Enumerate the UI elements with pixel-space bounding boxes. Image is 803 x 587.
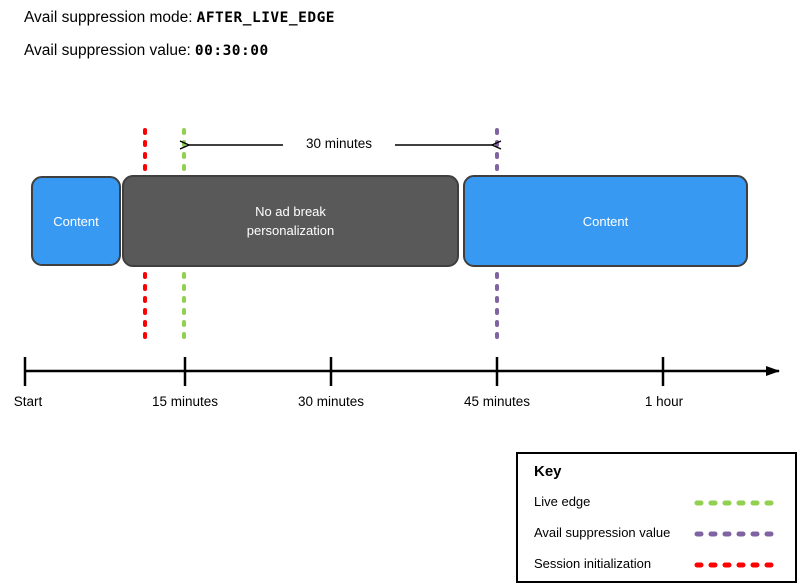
axis-label-15min: 15 minutes — [151, 394, 219, 409]
key-item-session-initialization-label: Session initialization — [534, 556, 652, 571]
axis-label-45min: 45 minutes — [463, 394, 531, 409]
live-edge-swatch-icon — [694, 500, 782, 506]
value-value: 00:30:00 — [194, 43, 269, 59]
value-label: Avail suppression value: — [24, 42, 191, 59]
avail-suppression-value-line: Avail suppression value:00:30:00 — [24, 42, 269, 60]
key-title: Key — [534, 463, 562, 480]
no-ad-break-block-label: No ad break personalization — [246, 203, 335, 239]
axis-label-1hour: 1 hour — [644, 394, 684, 409]
content-block-left-label: Content — [53, 213, 99, 229]
key-item-avail-suppression-label: Avail suppression value — [534, 525, 671, 540]
mode-label: Avail suppression mode: — [24, 9, 193, 26]
axis-label-start: Start — [13, 394, 43, 409]
avail-suppression-mode-line: Avail suppression mode:AFTER_LIVE_EDGE — [24, 9, 335, 27]
no-ad-break-block: No ad break personalization — [122, 175, 459, 267]
mode-value: AFTER_LIVE_EDGE — [196, 10, 336, 26]
content-block-left: Content — [31, 176, 121, 266]
session-initialization-swatch-icon — [694, 562, 782, 568]
axis-label-30min: 30 minutes — [297, 394, 365, 409]
key-item-avail-suppression: Avail suppression value — [534, 524, 670, 544]
content-block-right-label: Content — [582, 213, 629, 229]
key-legend: Key Live edge Avail suppression value Se… — [516, 452, 797, 583]
key-item-live-edge-label: Live edge — [534, 494, 591, 509]
content-block-right: Content — [463, 175, 748, 267]
avail-suppression-swatch-icon — [694, 531, 782, 537]
duration-arrow-label: 30 minutes — [283, 135, 395, 152]
key-item-session-initialization: Session initialization — [534, 555, 651, 575]
key-item-live-edge: Live edge — [534, 493, 590, 513]
